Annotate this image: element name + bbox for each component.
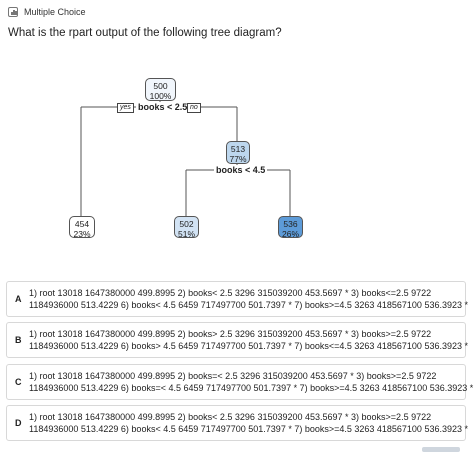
question-type-label: Multiple Choice (24, 7, 86, 17)
option-letter: C (15, 377, 22, 387)
answer-option-c[interactable]: C 1) root 13018 1647380000 499.8995 2) b… (6, 364, 473, 400)
option-text-line1: 1) root 13018 1647380000 499.8995 2) boo… (29, 288, 432, 298)
tree-node-2: 454 23% (69, 216, 95, 239)
tree-node-3: 513 77% (226, 141, 250, 164)
question-type-header: Multiple Choice (8, 7, 86, 17)
yes-label: yes (117, 103, 134, 113)
tree-node-6: 502 51% (174, 216, 199, 239)
tree-node-7: 536 26% (278, 216, 303, 239)
question-text: What is the rpart output of the followin… (8, 27, 282, 39)
answer-option-a[interactable]: A 1) root 13018 1647380000 499.8995 2) b… (6, 281, 468, 317)
option-text-line1: 1) root 13018 1647380000 499.8995 2) boo… (29, 371, 437, 381)
no-label: no (187, 103, 201, 113)
node-value: 500 (153, 81, 168, 91)
option-text-line2: 1184936000 513.4229 6) books> 4.5 6459 7… (29, 341, 468, 351)
node-percent: 77% (229, 154, 247, 164)
split-label-2: books < 4.5 (214, 165, 268, 175)
node-percent: 100% (149, 91, 172, 101)
bar-chart-icon (8, 7, 18, 17)
bottom-scroll-indicator (422, 447, 460, 452)
answer-option-b[interactable]: B 1) root 13018 1647380000 499.8995 2) b… (6, 322, 468, 358)
node-value: 513 (230, 144, 246, 154)
option-letter: D (15, 418, 22, 428)
option-text-line2: 1184936000 513.4229 6) books< 4.5 6459 7… (29, 424, 468, 434)
option-letter: A (15, 294, 22, 304)
tree-node-root: 500 100% (145, 78, 176, 101)
node-percent: 23% (73, 229, 91, 239)
option-text-line2: 1184936000 513.4229 6) books=< 4.5 6459 … (29, 383, 474, 393)
node-percent: 51% (177, 229, 195, 239)
split-label-1: books < 2.5 (136, 102, 190, 112)
option-text-line1: 1) root 13018 1647380000 499.8995 2) boo… (29, 329, 432, 339)
node-value: 502 (179, 219, 194, 229)
option-text-line1: 1) root 13018 1647380000 499.8995 2) boo… (29, 412, 432, 422)
node-value: 536 (283, 219, 298, 229)
answer-option-d[interactable]: D 1) root 13018 1647380000 499.8995 2) b… (6, 405, 468, 441)
node-value: 454 (74, 219, 90, 229)
option-letter: B (15, 335, 22, 345)
option-text-line2: 1184936000 513.4229 6) books< 4.5 6459 7… (29, 300, 468, 310)
node-percent: 26% (281, 229, 299, 239)
